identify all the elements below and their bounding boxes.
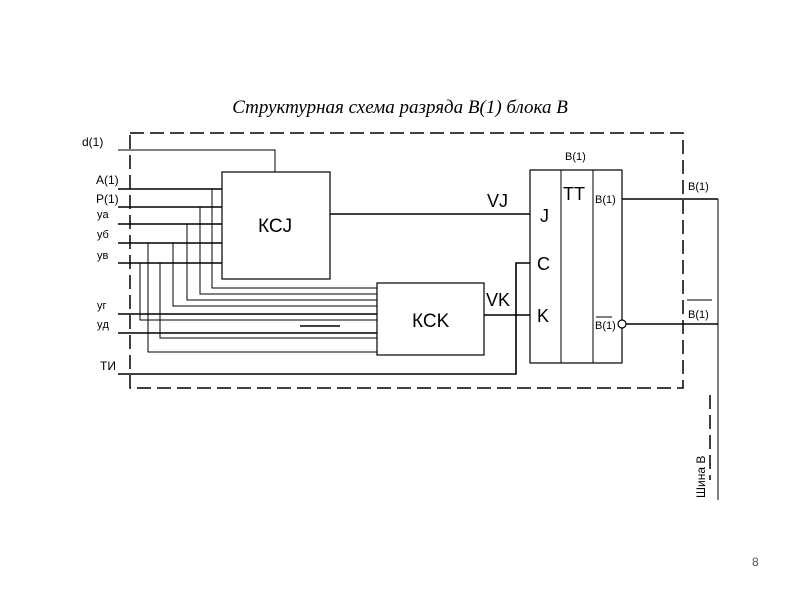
input-wires — [118, 149, 530, 375]
input-label-yd: yд — [97, 319, 110, 331]
trigger-tt-label: ТТ — [563, 184, 585, 204]
input-label-yg: yг — [97, 300, 107, 312]
input-label-d1: d(1) — [82, 135, 103, 149]
pin-q-inv: В(1) — [595, 320, 616, 332]
page-number: 8 — [752, 555, 759, 569]
trigger-top-label: В(1) — [565, 151, 586, 163]
pin-k: K — [537, 306, 549, 326]
bus-label: Шина В — [694, 456, 708, 498]
pin-j: J — [540, 206, 549, 226]
input-label-ti: ТИ — [100, 359, 116, 373]
input-label-ya: yа — [97, 209, 110, 221]
trigger-block — [529, 169, 623, 364]
kcj-block — [221, 171, 331, 280]
pin-c: C — [537, 254, 550, 274]
input-label-yb: yб — [97, 229, 109, 241]
output-label-b1-inv: В(1) — [688, 309, 709, 321]
output-label-b1: В(1) — [688, 181, 709, 193]
pin-q: В(1) — [595, 194, 616, 206]
kcj-label: КСJ — [258, 216, 292, 237]
inverting-bubble — [617, 319, 627, 329]
kck-label: КСK — [412, 311, 450, 332]
input-label-p1: P(1) — [96, 192, 119, 206]
branch-wires — [139, 189, 377, 353]
block-boundary — [129, 132, 684, 389]
input-label-a1: A(1) — [96, 173, 119, 187]
vk-label: VK — [486, 290, 510, 310]
kck-block — [376, 282, 485, 356]
input-label-yv: yв — [97, 250, 109, 262]
diagram-title: Структурная схема разряда В(1) блока В — [232, 97, 568, 118]
vj-label: VJ — [487, 191, 508, 211]
